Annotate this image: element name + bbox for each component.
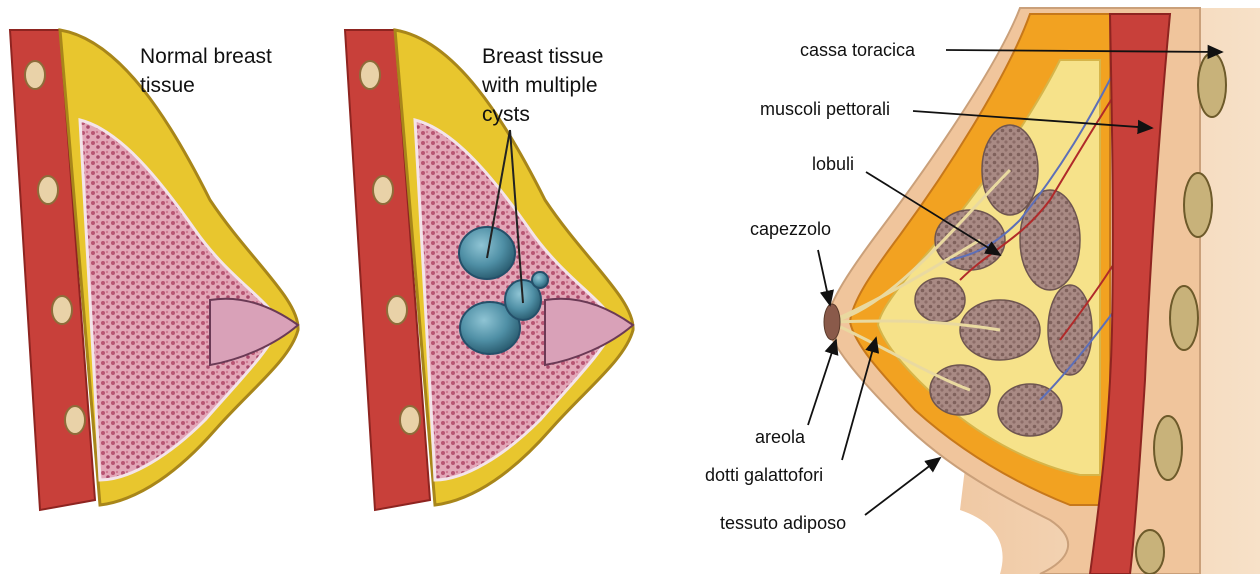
- cysts-title-line1: Breast tissue: [482, 45, 603, 68]
- label-muscoli-pettorali: muscoli pettorali: [760, 99, 890, 120]
- label-cassa-toracica: cassa toracica: [800, 40, 915, 61]
- label-tessuto-adiposo: tessuto adiposo: [720, 513, 846, 534]
- label-lobuli: lobuli: [812, 154, 854, 175]
- anatomy-section: [808, 8, 1260, 574]
- cyst-tiny: [532, 272, 548, 288]
- normal-title-line2: tissue: [140, 74, 195, 97]
- label-dotti-galattofori: dotti galattofori: [705, 465, 823, 486]
- label-areola: areola: [755, 427, 805, 448]
- label-capezzolo: capezzolo: [750, 219, 831, 240]
- cysts-title-line2: with multiple: [481, 74, 598, 97]
- normal-title-line1: Normal breast: [140, 45, 272, 68]
- cyst-breast-section: Breast tissue with multiple cysts: [345, 30, 633, 510]
- cysts-title-line3: cysts: [482, 103, 530, 126]
- normal-breast-section: Normal breast tissue: [10, 30, 298, 510]
- nipple: [824, 304, 840, 340]
